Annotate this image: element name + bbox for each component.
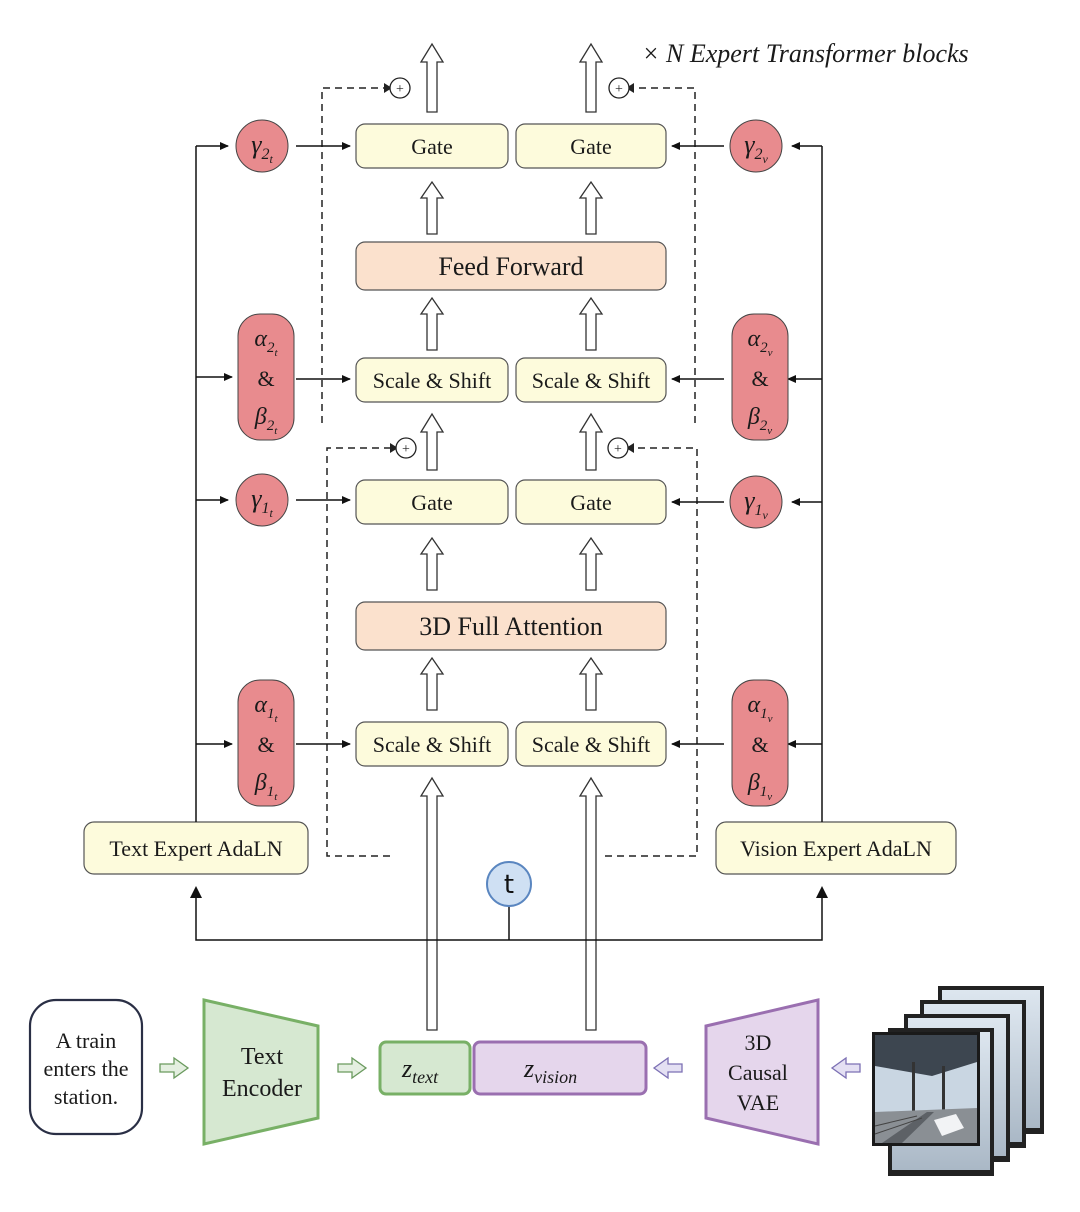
svg-text:Text Expert AdaLN: Text Expert AdaLN [109, 836, 282, 861]
scale-shift-block-upper-vision: Scale & Shift [515, 357, 667, 403]
svg-text:α2t: α2t [254, 326, 278, 359]
right-param-arrows [671, 142, 822, 748]
causal-vae-block: 3D Causal VAE [704, 998, 820, 1146]
svg-text:&: & [751, 366, 768, 391]
svg-text:+: + [615, 82, 623, 97]
svg-text:α1t: α1t [254, 692, 278, 725]
svg-text:β2t: β2t [254, 404, 278, 437]
gate-block-top-text: Gate [355, 123, 509, 169]
scale-shift-block-lower-vision: Scale & Shift [515, 721, 667, 767]
svg-text:3D: 3D [745, 1030, 772, 1055]
vision-expert-adaln: Vision Expert AdaLN [715, 821, 957, 875]
repeat-label: × N Expert Transformer blocks [642, 39, 969, 68]
residual-loop-lower-right [605, 447, 698, 857]
alpha-beta2-text-node: α2t & β2t [237, 313, 295, 441]
gate-block-mid-vision: Gate [515, 479, 667, 525]
svg-text:&: & [751, 732, 768, 757]
svg-text:Scale & Shift: Scale & Shift [532, 368, 651, 393]
svg-text:Vision Expert AdaLN: Vision Expert AdaLN [740, 836, 932, 861]
scale-shift-block-upper-text: Scale & Shift [355, 357, 509, 403]
svg-text:A train: A train [56, 1028, 117, 1053]
text-prompt-box: A train enters the station. [28, 998, 144, 1136]
svg-text:α2v: α2v [748, 326, 773, 359]
plus-node: + [607, 437, 629, 459]
svg-text:γ2v: γ2v [744, 130, 768, 166]
svg-text:Scale & Shift: Scale & Shift [373, 732, 492, 757]
svg-text:Scale & Shift: Scale & Shift [373, 368, 492, 393]
svg-text:Text: Text [241, 1044, 284, 1070]
alpha-beta2-vision-node: α2v & β2v [731, 313, 789, 441]
alpha-beta1-text-node: α1t & β1t [237, 679, 295, 807]
svg-text:Gate: Gate [411, 490, 453, 515]
alpha-beta1-vision-node: α1v & β1v [731, 679, 789, 807]
svg-text:ztext: ztext [401, 1054, 439, 1087]
gamma1-text-node: γ1t [235, 473, 289, 527]
video-frames-image [872, 986, 1044, 1176]
adaln-bus-lines [195, 146, 823, 941]
feed-forward-block: Feed Forward [355, 241, 667, 291]
svg-text:VAE: VAE [737, 1090, 779, 1115]
hollow-side-arrows [159, 1056, 861, 1080]
svg-text:γ1v: γ1v [744, 486, 768, 522]
gamma2-text-node: γ2t [235, 119, 289, 173]
text-encoder-block: Text Encoder [202, 998, 320, 1146]
gate-block-mid-text: Gate [355, 479, 509, 525]
residual-loop-upper-right [632, 87, 696, 423]
svg-text:&: & [257, 732, 274, 757]
svg-text:Scale & Shift: Scale & Shift [532, 732, 651, 757]
residual-loop-upper-left [321, 87, 386, 423]
left-param-arrows [196, 142, 351, 748]
svg-text:station.: station. [54, 1084, 118, 1109]
svg-text:+: + [402, 442, 410, 457]
scale-shift-block-lower-text: Scale & Shift [355, 721, 509, 767]
svg-text:β2v: β2v [747, 404, 772, 437]
z-text-latent: ztext [378, 1040, 472, 1096]
svg-text:3D Full Attention: 3D Full Attention [419, 612, 602, 641]
svg-text:β1t: β1t [254, 770, 278, 803]
svg-text:α1v: α1v [748, 692, 773, 725]
timestep-node: t [486, 861, 532, 907]
z-vision-latent: zvision [472, 1040, 648, 1096]
svg-text:+: + [614, 442, 622, 457]
plus-node: + [395, 437, 417, 459]
svg-text:Feed Forward: Feed Forward [438, 252, 583, 281]
gamma2-vision-node: γ2v [729, 119, 783, 173]
svg-text:γ2t: γ2t [251, 130, 273, 166]
svg-text:zvision: zvision [523, 1054, 577, 1087]
attention-block: 3D Full Attention [355, 601, 667, 651]
svg-text:Gate: Gate [411, 134, 453, 159]
svg-text:Causal: Causal [728, 1060, 788, 1085]
residual-loop-lower-left [326, 447, 392, 857]
text-expert-adaln: Text Expert AdaLN [83, 821, 309, 875]
svg-text:t: t [504, 870, 514, 900]
svg-text:&: & [257, 366, 274, 391]
svg-text:γ1t: γ1t [251, 484, 273, 520]
gate-block-top-vision: Gate [515, 123, 667, 169]
gamma1-vision-node: γ1v [729, 475, 783, 529]
svg-text:Encoder: Encoder [222, 1076, 302, 1102]
hollow-arrows [419, 42, 604, 1031]
svg-text:Gate: Gate [570, 490, 612, 515]
plus-node: + [389, 77, 411, 99]
svg-text:+: + [396, 82, 404, 97]
svg-text:Gate: Gate [570, 134, 612, 159]
svg-text:enters the: enters the [44, 1056, 129, 1081]
svg-text:β1v: β1v [747, 770, 772, 803]
plus-node: + [608, 77, 630, 99]
